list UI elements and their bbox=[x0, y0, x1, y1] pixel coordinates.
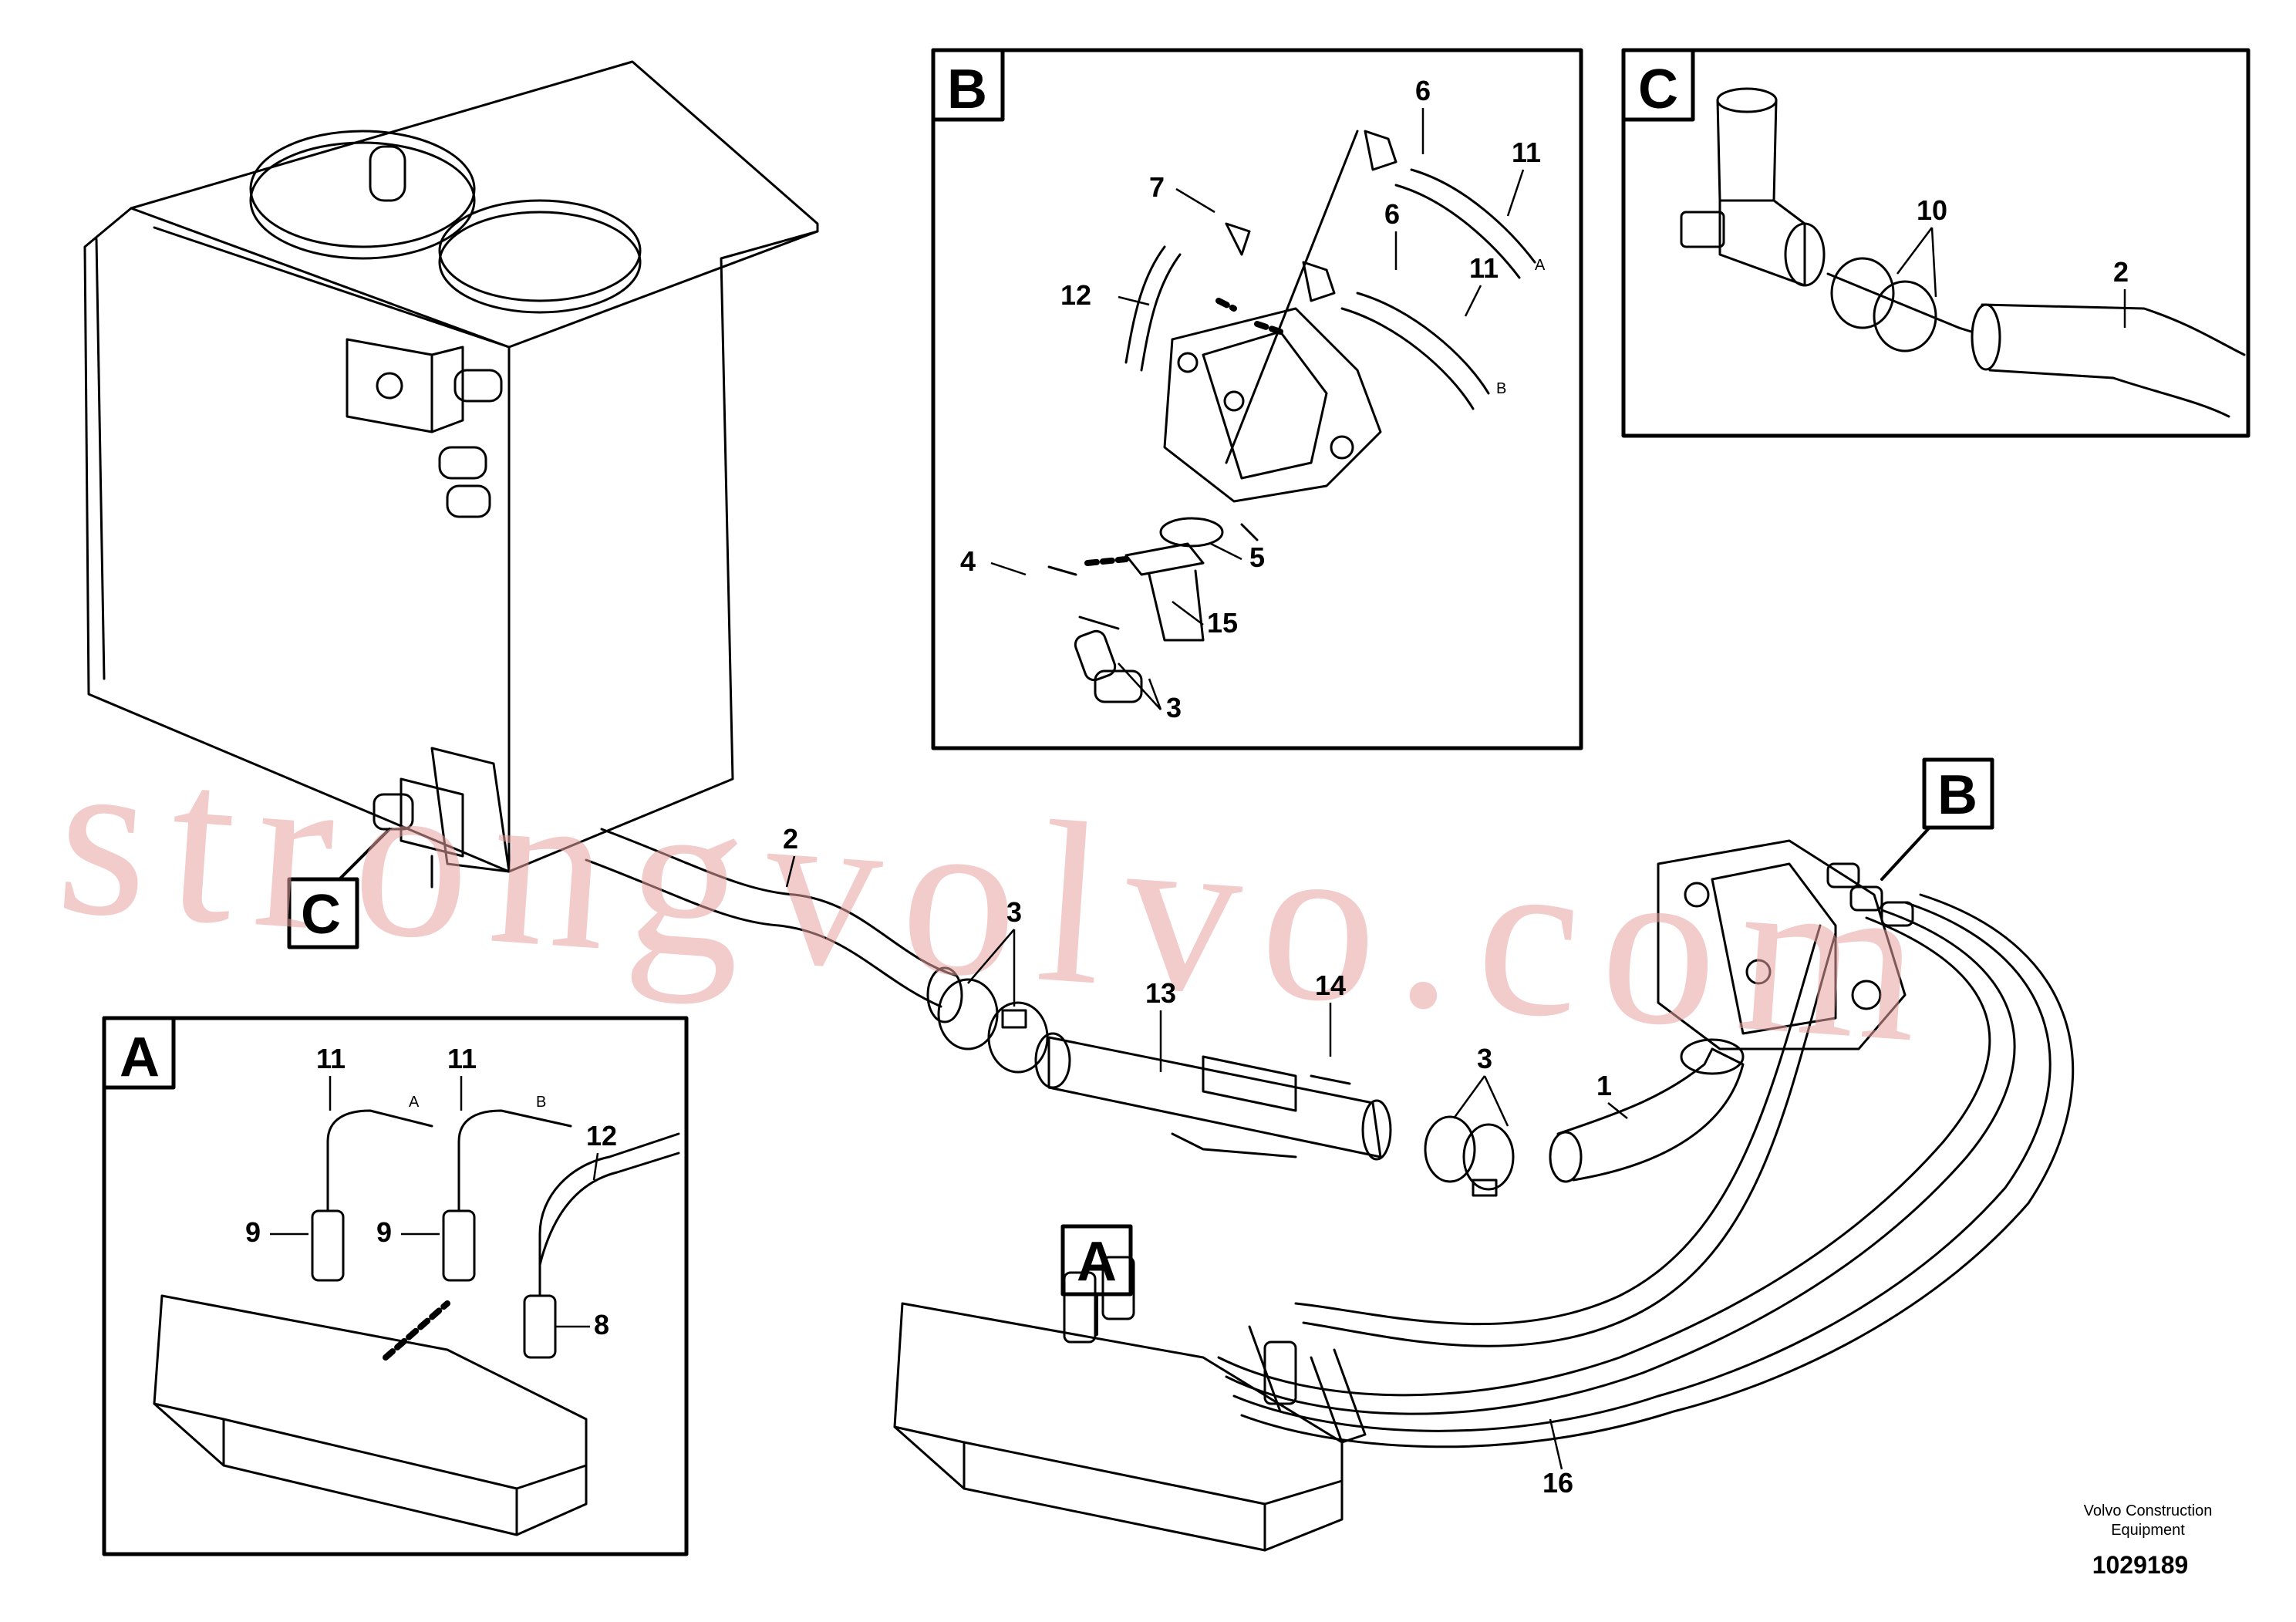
label-c-2: 2 bbox=[2113, 256, 2129, 288]
label-a-9b: 9 bbox=[376, 1216, 392, 1248]
port-a-a: A bbox=[409, 1094, 420, 1111]
inset-b-pump bbox=[1047, 130, 1536, 703]
label-main-3b: 3 bbox=[1477, 1043, 1492, 1074]
label-main-14: 14 bbox=[1315, 969, 1346, 1001]
main-labels: 1 2 3 3 13 14 16 bbox=[783, 823, 1612, 1499]
port-b-a: A bbox=[1535, 257, 1546, 274]
port-b-b: B bbox=[1496, 380, 1506, 397]
label-b-3: 3 bbox=[1166, 692, 1182, 723]
label-main-3a: 3 bbox=[1006, 896, 1022, 928]
callout-c-letter: C bbox=[301, 884, 341, 946]
label-b-11b: 11 bbox=[1469, 252, 1499, 284]
label-main-2: 2 bbox=[783, 823, 798, 855]
company-line-1: Volvo Construction bbox=[2084, 1502, 2213, 1519]
label-a-8: 8 bbox=[594, 1309, 609, 1340]
pressure-hoses bbox=[1217, 893, 2075, 1448]
label-main-16: 16 bbox=[1542, 1467, 1573, 1499]
label-b-6b: 6 bbox=[1384, 198, 1400, 230]
inset-c-parts bbox=[1680, 87, 2246, 418]
inset-c-leaders bbox=[1896, 227, 2126, 328]
drawing-number: 1029189 bbox=[2092, 1551, 2189, 1579]
inset-a-frame bbox=[102, 1016, 689, 1556]
label-main-1: 1 bbox=[1596, 1070, 1612, 1101]
footer: Volvo Construction Equipment 1029189 bbox=[2084, 1502, 2213, 1579]
label-c-10: 10 bbox=[1917, 194, 1947, 226]
label-a-9a: 9 bbox=[245, 1216, 261, 1248]
label-main-13: 13 bbox=[1145, 977, 1176, 1009]
control-valve-main bbox=[893, 1256, 1344, 1552]
inset-a-labels: 11 11 12 9 9 8 A B bbox=[245, 1043, 617, 1340]
inset-b-letter: B bbox=[947, 59, 987, 120]
port-a-b: B bbox=[536, 1094, 546, 1111]
callout-a-box[interactable] bbox=[1060, 1224, 1133, 1336]
main-leaders bbox=[785, 855, 1628, 1470]
company-line-2: Equipment bbox=[2111, 1522, 2185, 1539]
callout-b-letter: B bbox=[1937, 764, 1977, 826]
label-b-5: 5 bbox=[1249, 541, 1265, 573]
label-a-12: 12 bbox=[586, 1120, 617, 1152]
hydraulic-pump bbox=[1657, 839, 1914, 1050]
callout-a-letter: A bbox=[1077, 1231, 1117, 1293]
label-b-15: 15 bbox=[1207, 607, 1238, 639]
suction-line bbox=[585, 828, 1745, 1197]
label-b-7: 7 bbox=[1149, 171, 1165, 203]
inset-a-valve bbox=[153, 1109, 680, 1536]
inset-a-letter: A bbox=[120, 1027, 160, 1088]
label-b-11a: 11 bbox=[1512, 137, 1541, 168]
inset-c-labels: 10 2 bbox=[1917, 194, 2129, 288]
callout-c-box[interactable] bbox=[287, 828, 391, 949]
label-a-11b: 11 bbox=[447, 1043, 477, 1074]
inset-b-frame bbox=[931, 48, 1583, 750]
label-b-12: 12 bbox=[1060, 279, 1091, 311]
hydraulic-tank bbox=[83, 60, 819, 889]
inset-c-frame bbox=[1621, 48, 2250, 438]
label-b-4: 4 bbox=[960, 545, 976, 577]
inset-c-letter: C bbox=[1638, 59, 1678, 120]
label-a-11a: 11 bbox=[316, 1043, 346, 1074]
inset-b-labels: 6 11 7 6 11 12 5 4 15 3 A B bbox=[960, 75, 1546, 723]
inset-a-leaders bbox=[270, 1076, 599, 1328]
callout-b-box[interactable] bbox=[1880, 757, 1994, 881]
label-b-6a: 6 bbox=[1415, 75, 1431, 106]
inset-b-leaders bbox=[990, 108, 1525, 710]
